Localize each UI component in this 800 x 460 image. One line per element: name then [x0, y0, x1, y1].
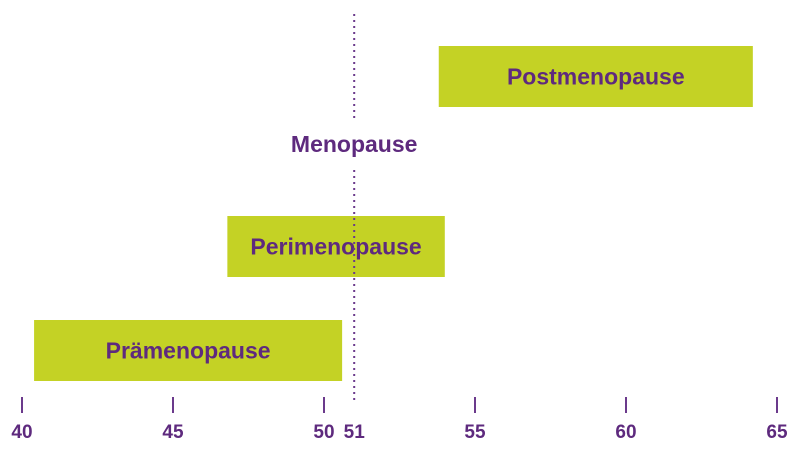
menopause-marker-label: Menopause [291, 131, 418, 157]
phase-bar-group: Postmenopause [438, 46, 753, 107]
phase-bar [227, 216, 445, 277]
phase-bar-group: Perimenopause [227, 216, 445, 277]
phase-bar [34, 320, 343, 381]
phase-bar-label: Postmenopause [507, 64, 685, 90]
phase-bar-label: Perimenopause [250, 234, 421, 260]
x-tick-label: 45 [162, 422, 184, 443]
marker-layer: Menopause [291, 14, 418, 400]
x-tick-label: 51 [344, 422, 366, 443]
x-tick-label: 60 [615, 422, 636, 443]
x-tick-label: 50 [313, 422, 334, 443]
phase-bar-group: Prämenopause [34, 320, 343, 381]
x-tick-label: 40 [11, 422, 32, 443]
phase-bar-label: Prämenopause [106, 338, 271, 364]
x-tick-label: 65 [766, 422, 788, 443]
phase-bar [438, 46, 753, 107]
x-tick-label: 55 [464, 422, 486, 443]
x-axis: 40 45 50 51 55 60 65 [11, 397, 788, 443]
